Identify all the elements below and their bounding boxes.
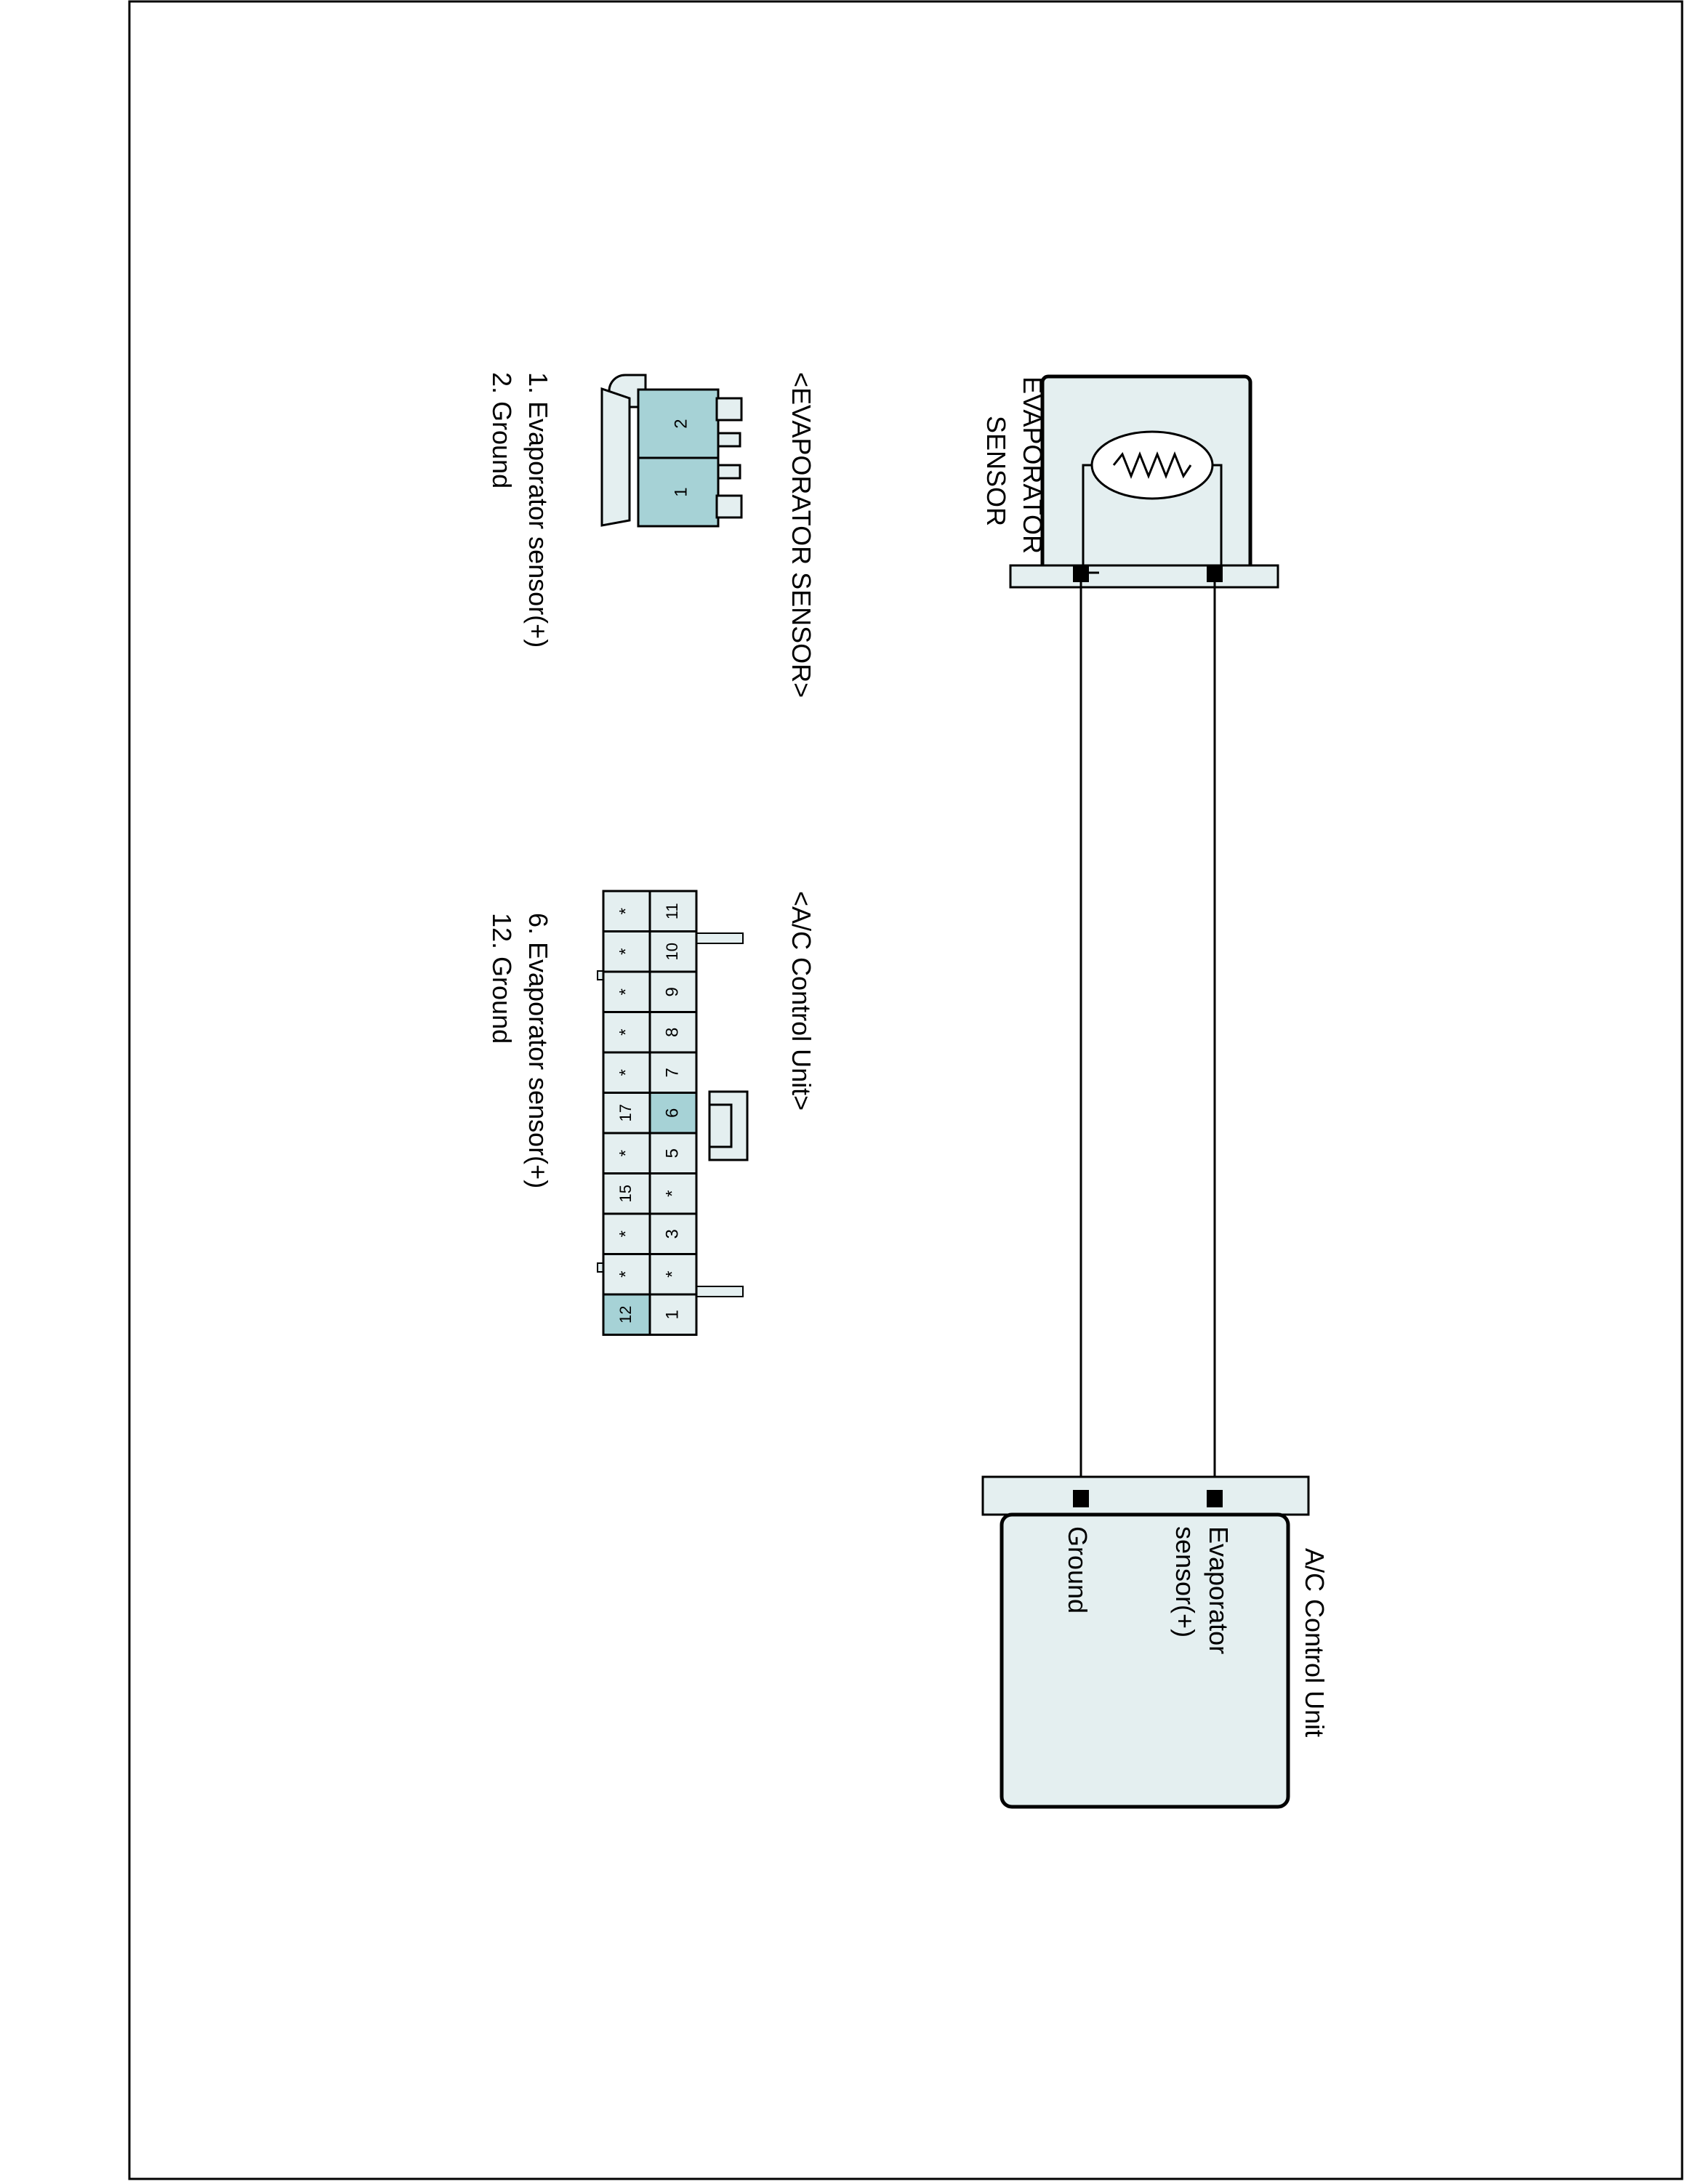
control-unit-body [1000,1512,1290,1809]
evaporator-sensor-component: EVAPORATOR SENSOR [981,374,1279,589]
sensor-connector-view: <EVAPORATOR SENSOR> 2 1 1. Evaporator se… [487,372,816,698]
control-unit-title: A/C Control Unit [1300,1548,1330,1737]
top-row-pin-number: 5 [662,1148,682,1158]
top-row-pin-number: 6 [662,1108,682,1118]
connector-lock-slot [709,1103,733,1148]
connector-leg [715,494,743,519]
sensor-connector-legend-2: 2. Ground [487,372,517,488]
control-unit-connector-tab [981,1475,1310,1516]
top-row-pin-number: 8 [662,1028,682,1037]
bottom-row-pin-number: * [616,988,635,995]
connector-leg [717,464,741,480]
bottom-row-pin-number: * [616,1069,635,1076]
top-row-pin-number: 11 [663,903,681,919]
sensor-connector-tab [1009,564,1279,589]
ac-connector-view: <A/C Control Unit> 11 10 9 8 7 6 5 * 3 * 1 * * * * * 17 *… [487,890,816,1336]
resistor-zigzag-icon [1112,451,1192,480]
control-unit-pin-label-sensor-line2: sensor(+) [1170,1526,1200,1637]
sensor-title-line2: SENSOR [981,416,1011,526]
ac-connector-cavity-grid: 11 10 9 8 7 6 5 * 3 * 1 * * * * * 17 * 15 * * 12 [602,890,698,1336]
ac-control-unit-component: A/C Control Unit Evaporator sensor(+) Gr… [981,1475,1330,1809]
sensor-pin-terminal [1073,565,1089,582]
bottom-row-pin-number: 17 [616,1104,635,1121]
ac-connector-legend-2: 12. Ground [487,913,517,1044]
page-frame [128,0,1684,2180]
top-row-pin-number: 9 [662,987,682,996]
top-row-pin-number: 7 [662,1068,682,1077]
bottom-row-pin-number: * [616,948,635,955]
top-row-pin-number: 3 [662,1229,682,1238]
bottom-row-pin-number: * [616,1029,635,1036]
connector-lock [708,1090,749,1161]
control-unit-pin-terminal [1073,1490,1089,1507]
sensor-connector-heading: <EVAPORATOR SENSOR> [787,372,816,698]
control-unit-pin-label-ground: Ground [1063,1526,1093,1613]
top-row-pin-number: * [662,1190,682,1197]
ac-connector-heading: <A/C Control Unit> [787,891,816,1111]
control-unit-pin-terminal [1207,1490,1223,1507]
connector-cavity-pin-1 [637,456,720,528]
rotated-diagram: EVAPORATOR SENSOR A/C Control Unit Evapo… [487,372,1330,1809]
bottom-row-pin-number: 15 [616,1185,635,1202]
top-row-pin-number: 10 [663,943,681,960]
sensor-pin-terminal [1207,565,1223,582]
top-row-pin-number: 1 [662,1310,682,1319]
bottom-row-pin-number: * [616,908,635,914]
bottom-row-pin-number: 12 [616,1306,635,1323]
connector-pin-number: 1 [671,487,691,496]
bottom-row-cavity [602,1293,651,1336]
connector-pin-number: 2 [671,419,691,428]
connector-leg [717,432,741,448]
connector-ear [696,1286,744,1297]
ac-connector-legend-1: 6. Evaporator sensor(+) [523,913,553,1188]
bottom-row-pin-number: * [616,1230,635,1237]
top-row-pin-number: * [662,1271,682,1278]
bottom-row-pin-number: * [616,1150,635,1156]
sensor-connector-legend-1: 1. Evaporator sensor(+) [523,372,553,648]
connector-housing [600,387,631,527]
sensor-title-line1: EVAPORATOR [1018,376,1047,554]
connector-ear [696,932,744,944]
connector-leg [715,397,743,422]
control-unit-pin-label-sensor-line1: Evaporator [1204,1526,1234,1654]
bottom-row-pin-number: * [616,1271,635,1278]
